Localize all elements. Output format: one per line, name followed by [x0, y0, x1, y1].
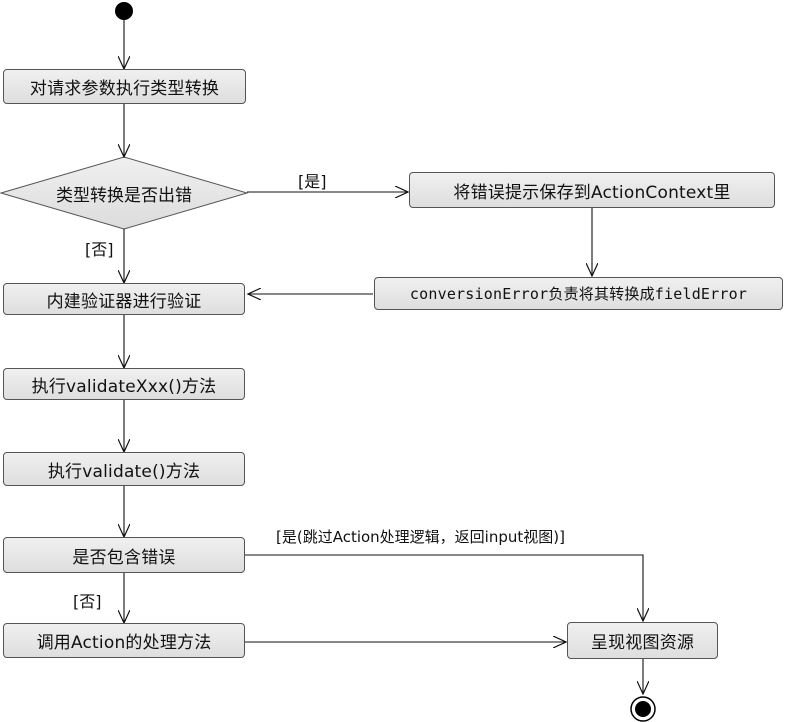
node-render-view[interactable]: 呈现视图资源	[567, 622, 718, 659]
node-validate[interactable]: 执行validate()方法	[3, 452, 245, 486]
node-save-error[interactable]: 将错误提示保存到ActionContext里	[409, 172, 775, 208]
node-type-conversion[interactable]: 对请求参数执行类型转换	[3, 69, 246, 104]
node-validate-xxx[interactable]: 执行validateXxx()方法	[3, 368, 245, 400]
node-has-errors[interactable]: 是否包含错误	[3, 537, 245, 573]
guard-convert-no: [否]	[85, 240, 114, 259]
guard-convert-yes: [是]	[298, 172, 327, 191]
end-node-inner	[635, 701, 651, 717]
node-conversion-error[interactable]: conversionError负责将其转换成fieldError	[374, 277, 783, 310]
start-node	[115, 2, 133, 20]
guard-errors-no: [否]	[73, 592, 102, 611]
node-builtin-validator[interactable]: 内建验证器进行验证	[3, 283, 245, 315]
guard-errors-yes: [是(跳过Action处理逻辑，返回input视图)]	[276, 528, 565, 546]
node-call-action[interactable]: 调用Action的处理方法	[3, 623, 245, 658]
decision-label-convert: 类型转换是否出错	[56, 185, 192, 206]
edge-haserrors-render	[245, 554, 643, 621]
